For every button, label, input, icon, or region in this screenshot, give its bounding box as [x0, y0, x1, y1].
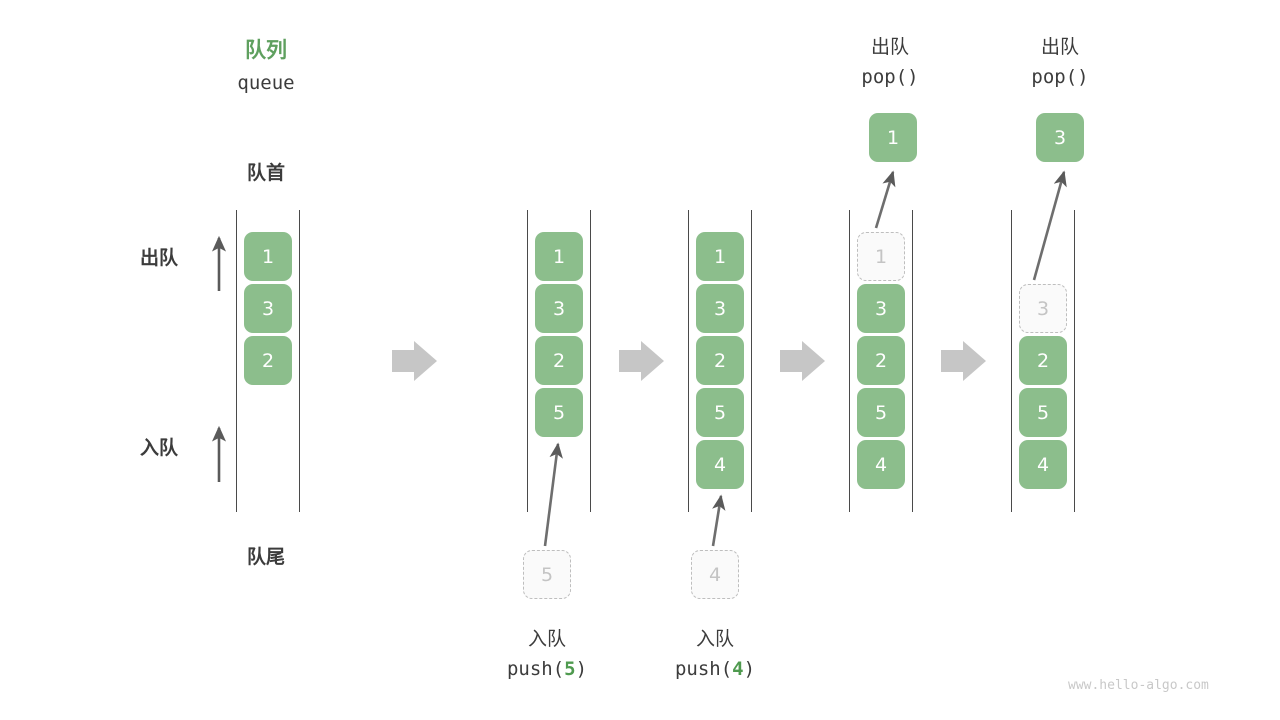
queue-rail-left-col4	[849, 210, 851, 512]
push-4-label-cn: 入队	[695, 628, 734, 650]
queue-rail-right-col4	[912, 210, 914, 512]
queue-cell: 2	[696, 336, 744, 385]
push-5-code-value: 5	[564, 658, 576, 680]
queue-cell: 2	[857, 336, 905, 385]
queue-cell: 5	[857, 388, 905, 437]
pop-3-label-cn: 出队	[1040, 36, 1079, 58]
queue-cell: 3	[535, 284, 583, 333]
pop-1-label-code: pop()	[861, 66, 919, 88]
queue-cell: 2	[1019, 336, 1067, 385]
push-4-code-value: 4	[732, 658, 744, 680]
queue-cell: 4	[857, 440, 905, 489]
dequeue-direction-label: 出队	[140, 247, 179, 269]
queue-rail-left-col2	[527, 210, 529, 512]
flow-arrow-1	[392, 341, 437, 381]
queue-cell: 1	[535, 232, 583, 281]
push-5-code-suffix: )	[575, 658, 588, 680]
queue-title-en: queue	[237, 72, 295, 94]
queue-rail-right-col5	[1074, 210, 1076, 512]
push-floating-value: 5	[523, 550, 571, 599]
push-4-label-code: push(4)	[655, 658, 775, 680]
push-5-arrow	[543, 442, 563, 547]
queue-cell: 5	[535, 388, 583, 437]
flow-arrow-2	[619, 341, 664, 381]
push-4-code-prefix: push(	[674, 658, 733, 680]
push-4-arrow	[711, 494, 726, 547]
pop-1-arrow	[874, 170, 896, 229]
queue-rail-right-col1	[299, 210, 301, 512]
queue-rail-right-col3	[751, 210, 753, 512]
queue-cell-removed: 1	[857, 232, 905, 281]
queue-cell: 1	[244, 232, 292, 281]
queue-cell: 4	[1019, 440, 1067, 489]
push-5-label-cn: 入队	[527, 628, 566, 650]
queue-cell: 4	[696, 440, 744, 489]
queue-cell: 5	[696, 388, 744, 437]
pop-3-arrow	[1032, 170, 1067, 281]
queue-cell: 2	[244, 336, 292, 385]
queue-title-cn: 队列	[245, 38, 287, 62]
push-5-code-prefix: push(	[506, 658, 565, 680]
popped-value-cell: 1	[869, 113, 917, 162]
popped-value-cell: 3	[1036, 113, 1084, 162]
site-watermark: www.hello-algo.com	[1068, 678, 1209, 693]
queue-rail-left-col3	[688, 210, 690, 512]
queue-tail-label: 队尾	[246, 546, 285, 568]
enqueue-direction-label: 入队	[140, 437, 179, 459]
flow-arrow-3	[780, 341, 825, 381]
push-floating-value: 4	[691, 550, 739, 599]
queue-cell-removed: 3	[1019, 284, 1067, 333]
queue-cell: 3	[857, 284, 905, 333]
queue-rail-left-col5	[1011, 210, 1013, 512]
queue-cell: 1	[696, 232, 744, 281]
pop-3-label-code: pop()	[1031, 66, 1089, 88]
queue-rail-left-col1	[236, 210, 238, 512]
queue-head-label: 队首	[246, 162, 285, 184]
queue-rail-right-col2	[590, 210, 592, 512]
pop-1-label-cn: 出队	[870, 36, 909, 58]
queue-cell: 3	[244, 284, 292, 333]
flow-arrow-4	[941, 341, 986, 381]
push-4-code-suffix: )	[743, 658, 756, 680]
push-5-label-code: push(5)	[487, 658, 607, 680]
queue-cell: 2	[535, 336, 583, 385]
queue-cell: 5	[1019, 388, 1067, 437]
queue-cell: 3	[696, 284, 744, 333]
